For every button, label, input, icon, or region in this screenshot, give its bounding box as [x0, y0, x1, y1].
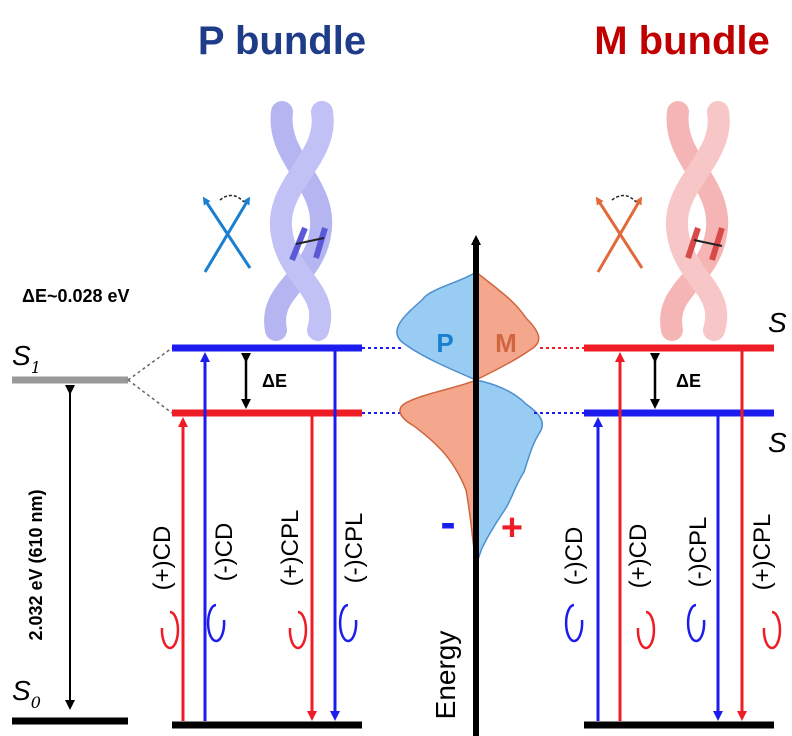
m-circular-polarization-icons: [564, 603, 782, 650]
p-transition-label-1: (+)CD: [149, 526, 176, 591]
m-transition-label-3: (-)CPL: [685, 517, 712, 588]
m-transition-label-4: (+)CPL: [749, 514, 776, 591]
s1-split-dash-lower: [127, 379, 173, 414]
p-rotation-arrows: [289, 226, 328, 262]
p-transition-dipole-icon: [202, 194, 252, 273]
p-transition-label-3: (+)CPL: [277, 510, 304, 587]
minus-sign: -: [440, 496, 455, 548]
p-transition-label-2: (-)CD: [211, 523, 238, 582]
s0-label: S0: [12, 675, 41, 712]
p-lower-lobe: [475, 379, 544, 566]
delta-e-note: ΔE~0.028 eV: [22, 286, 130, 306]
m-lower-state-label: S: [768, 427, 787, 458]
s1-split-dash-upper: [127, 347, 173, 381]
m-spectrum-label: M: [495, 328, 517, 358]
p-spectrum-label: P: [436, 328, 453, 358]
p-transition-label-4: (-)CPL: [341, 513, 368, 584]
m-upper-lobe: [475, 270, 540, 382]
p-bundle-illustration: [264, 101, 334, 341]
gap-label: 2.032 eV (610 nm): [26, 489, 46, 640]
m-bundle-title: M bundle: [594, 19, 770, 63]
p-bundle-title: P bundle: [198, 19, 366, 63]
p-delta-e-label: ΔE: [262, 371, 287, 391]
center-spectra: P M - + Energy: [396, 235, 544, 736]
m-lower-lobe: [399, 378, 477, 566]
p-upper-lobe: [396, 270, 477, 382]
m-bundle-illustration: [660, 101, 730, 341]
s1-label: S1: [12, 340, 41, 377]
m-transition-dipole-icon: [595, 194, 644, 273]
plus-sign: +: [501, 507, 523, 549]
m-upper-state-label: S: [768, 307, 787, 338]
p-circular-polarization-icons: [160, 603, 358, 650]
m-transition-label-2: (+)CD: [625, 524, 652, 589]
m-transition-label-1: (-)CD: [561, 527, 588, 586]
energy-axis-label: Energy: [430, 631, 461, 720]
m-delta-e-label: ΔE: [676, 371, 701, 391]
m-rotation-arrows: [685, 227, 725, 261]
